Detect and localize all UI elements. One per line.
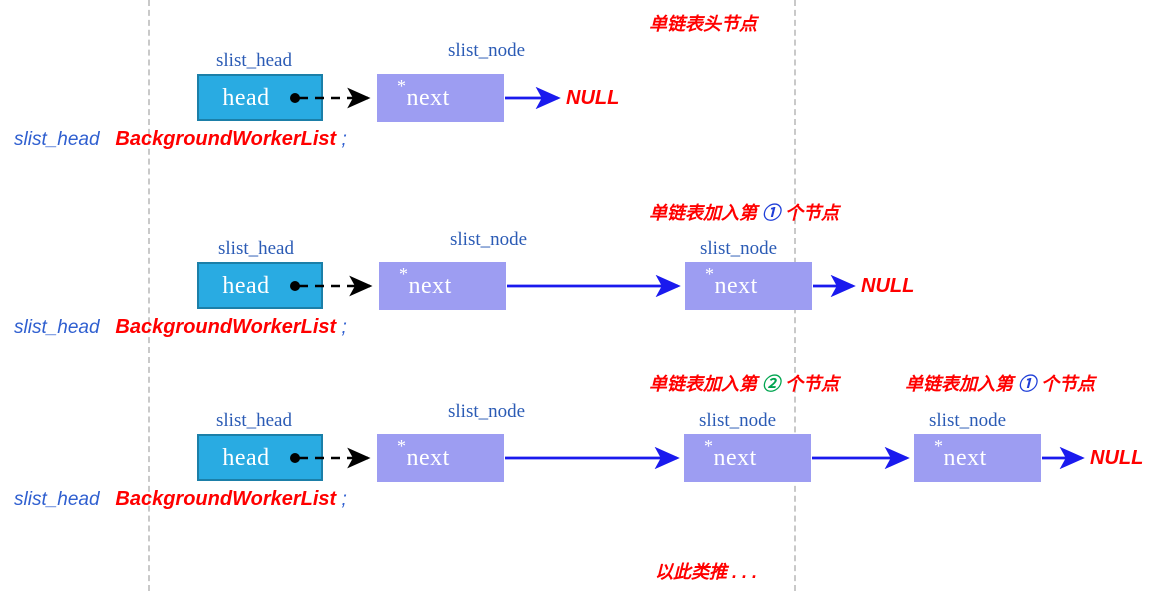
declaration-terminator: ; [341,489,347,510]
node-box-label: next [714,273,758,299]
annotation-suffix: 个节点 [780,203,840,223]
node-box-label: next [713,445,757,471]
type-label-slist-node-row-1-node-1: slist_node [448,40,526,61]
null-label-row-1: NULL [566,87,620,109]
node-box-star: * [934,436,944,456]
annotation-number: ① [762,203,781,223]
head-box-row-1: head [197,74,323,121]
declaration-row-1: slist_head BackgroundWorkerList ; [14,128,347,151]
head-box-label: head [222,84,270,111]
node-box-row-1-node-1: *next [377,74,504,122]
declaration-type: slist_head [14,317,100,338]
declaration-type: slist_head [14,129,100,150]
node-box-row-3-node-1: *next [377,434,504,482]
annotation-prefix: 单链表加入第 [649,374,763,394]
declaration-terminator: ; [341,129,347,150]
node-box-row-3-node-3: *next [914,434,1041,482]
annotation-number: ① [1018,374,1037,394]
annotation-suffix: 个节点 [780,374,840,394]
head-box-row-3: head [197,434,323,481]
node-box-row-2-node-2: *next [685,262,812,310]
annotation-prefix: 单链表加入第 [905,374,1019,394]
node-box-row-3-node-2: *next [684,434,811,482]
declaration-variable: BackgroundWorkerList [115,488,337,510]
node-box-star: * [705,264,715,284]
node-box-star: * [397,76,407,96]
node-box-star: * [399,264,409,284]
declaration-row-2: slist_head BackgroundWorkerList ; [14,316,347,339]
type-label-slist-node-row-2-node-2: slist_node [700,238,778,259]
node-box-row-2-node-1: *next [379,262,506,310]
declaration-terminator: ; [341,317,347,338]
annotation-text: 单链表头节点 [649,14,757,34]
declaration-type: slist_head [14,489,100,510]
type-label-slist-head-row-1: slist_head [216,50,292,71]
node-box-label: next [406,445,450,471]
annotation-prefix: 单链表加入第 [649,203,763,223]
footer-note: 以此类推 . . . [655,562,758,582]
declaration-row-3: slist_head BackgroundWorkerList ; [14,488,347,511]
null-label-row-3: NULL [1090,447,1144,469]
annotation-suffix: 个节点 [1036,374,1096,394]
annotation-row-3-second-node: 单链表加入第 ② 个节点 [649,370,839,396]
null-label-row-2: NULL [861,275,915,297]
annotation-number: ② [762,374,781,394]
declaration-variable: BackgroundWorkerList [115,128,337,150]
head-box-label: head [222,444,270,471]
type-label-slist-node-row-3-node-3: slist_node [929,410,1007,431]
type-label-slist-node-row-2-node-1: slist_node [450,229,528,250]
node-box-label: next [408,273,452,299]
type-label-slist-node-row-3-node-2: slist_node [699,410,777,431]
type-label-slist-head-row-3: slist_head [216,410,292,431]
guide-line-left [148,0,150,591]
annotation-row-3-first-node: 单链表加入第 ① 个节点 [905,370,1095,396]
node-box-label: next [406,85,450,111]
node-box-star: * [704,436,714,456]
annotation-row-1: 单链表头节点 [649,10,757,36]
annotation-row-2: 单链表加入第 ① 个节点 [649,199,839,225]
node-box-label: next [943,445,987,471]
head-box-label: head [222,272,270,299]
type-label-slist-node-row-3-node-1: slist_node [448,401,526,422]
head-box-row-2: head [197,262,323,309]
declaration-variable: BackgroundWorkerList [115,316,337,338]
type-label-slist-head-row-2: slist_head [218,238,294,259]
node-box-star: * [397,436,407,456]
